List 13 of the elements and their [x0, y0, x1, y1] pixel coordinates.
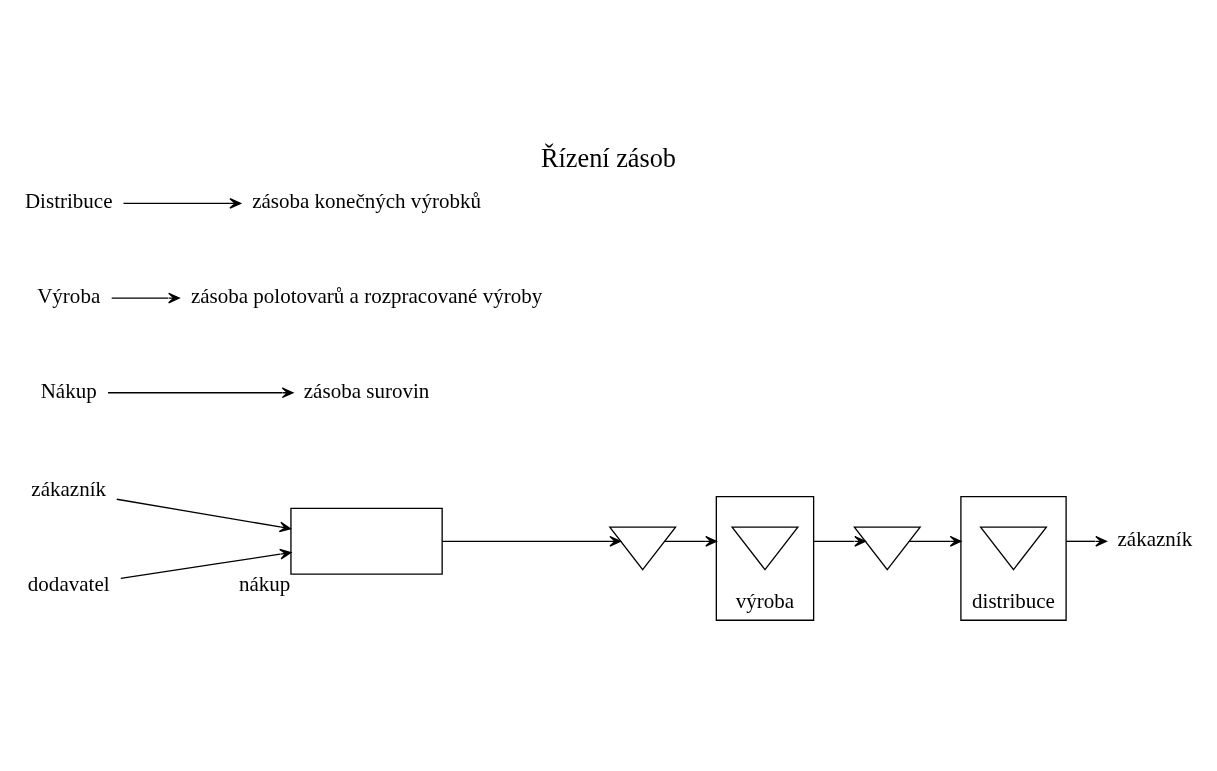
node-text: Nákup: [40, 378, 97, 403]
node-text: zákazník: [1117, 527, 1193, 552]
node-text: Výroba: [37, 284, 101, 309]
node-text: zákazník: [31, 477, 107, 502]
node-text: zásoba konečných výrobků: [252, 189, 481, 214]
node-text: dodavatel: [27, 572, 110, 597]
node-text: zásoba surovin: [303, 378, 430, 403]
node-label: distribuce: [972, 589, 1055, 614]
node-text: Distribuce: [24, 189, 113, 214]
node-label: nákup: [238, 572, 291, 597]
diagram-title: Řízení zásob: [540, 143, 677, 173]
node-label: výroba: [735, 589, 795, 614]
node-text: zásoba polotovarů a rozpracované výroby: [190, 284, 543, 309]
